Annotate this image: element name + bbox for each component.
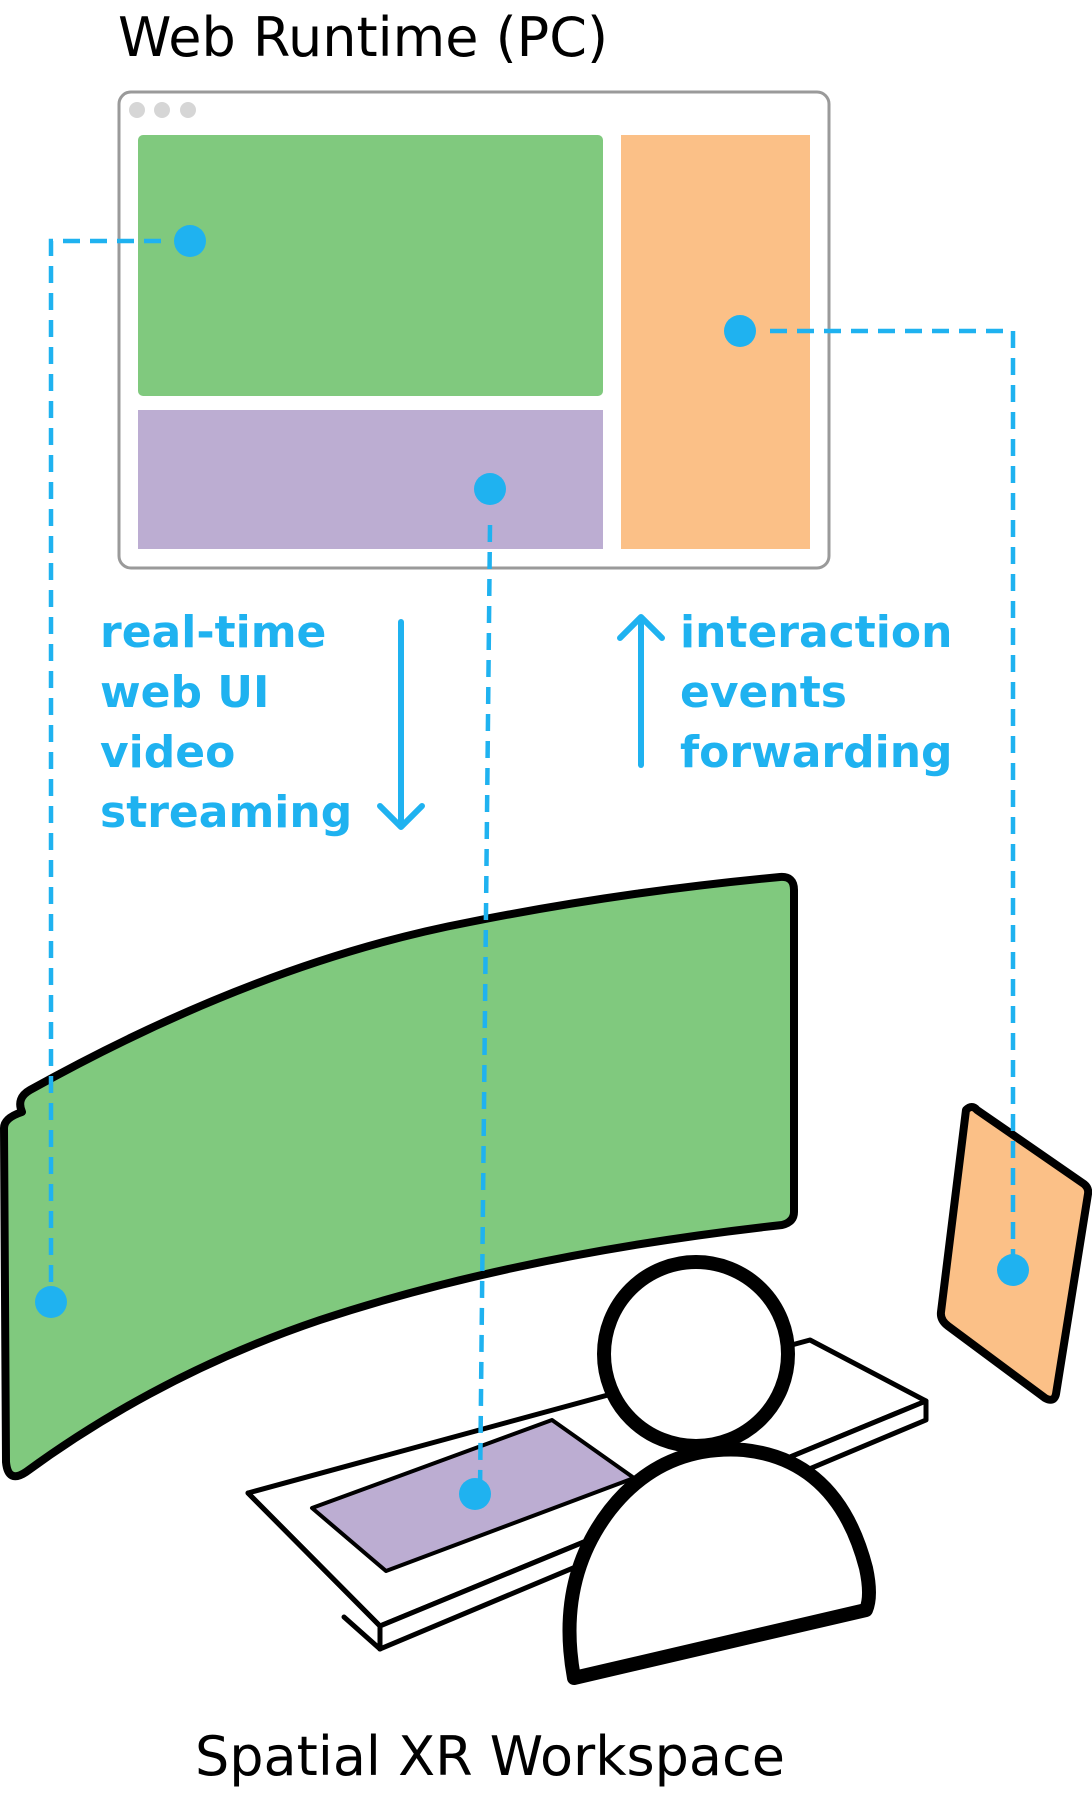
- orange-panel-dot: [724, 315, 756, 347]
- xr-workspace-title: Spatial XR Workspace: [195, 1725, 785, 1788]
- interaction-label: interaction events forwarding: [680, 607, 953, 778]
- svg-text:forwarding: forwarding: [680, 727, 953, 778]
- connector-dots: [35, 225, 1029, 1510]
- window-controls-icon: [129, 102, 196, 118]
- user-icon: [562, 1255, 876, 1685]
- svg-text:interaction: interaction: [680, 607, 952, 658]
- streaming-label: real-time web UI video streaming: [100, 607, 352, 838]
- xr-curved-screen: [0, 872, 798, 1481]
- svg-text:video: video: [100, 727, 235, 778]
- xr-tablet-dot: [997, 1254, 1029, 1286]
- purple-panel-dot: [474, 473, 506, 505]
- xr-screen-dot: [35, 1286, 67, 1318]
- xr-keyboard-dot: [459, 1478, 491, 1510]
- green-panel-dot: [174, 225, 206, 257]
- browser-window: [117, 90, 831, 570]
- orange-panel: [621, 135, 810, 549]
- web-runtime-title: Web Runtime (PC): [118, 6, 608, 69]
- green-connector-line: [48, 238, 161, 1302]
- orange-connector-line: [770, 328, 1016, 1270]
- svg-text:web UI: web UI: [100, 667, 269, 718]
- connector-lines: [48, 238, 1016, 1493]
- stream-down-arrow-icon: [377, 619, 425, 830]
- event-up-arrow-icon: [617, 614, 665, 768]
- svg-text:real-time: real-time: [100, 607, 326, 658]
- svg-text:streaming: streaming: [100, 787, 352, 838]
- green-panel: [138, 135, 603, 396]
- svg-text:events: events: [680, 667, 847, 718]
- purple-panel: [138, 410, 603, 549]
